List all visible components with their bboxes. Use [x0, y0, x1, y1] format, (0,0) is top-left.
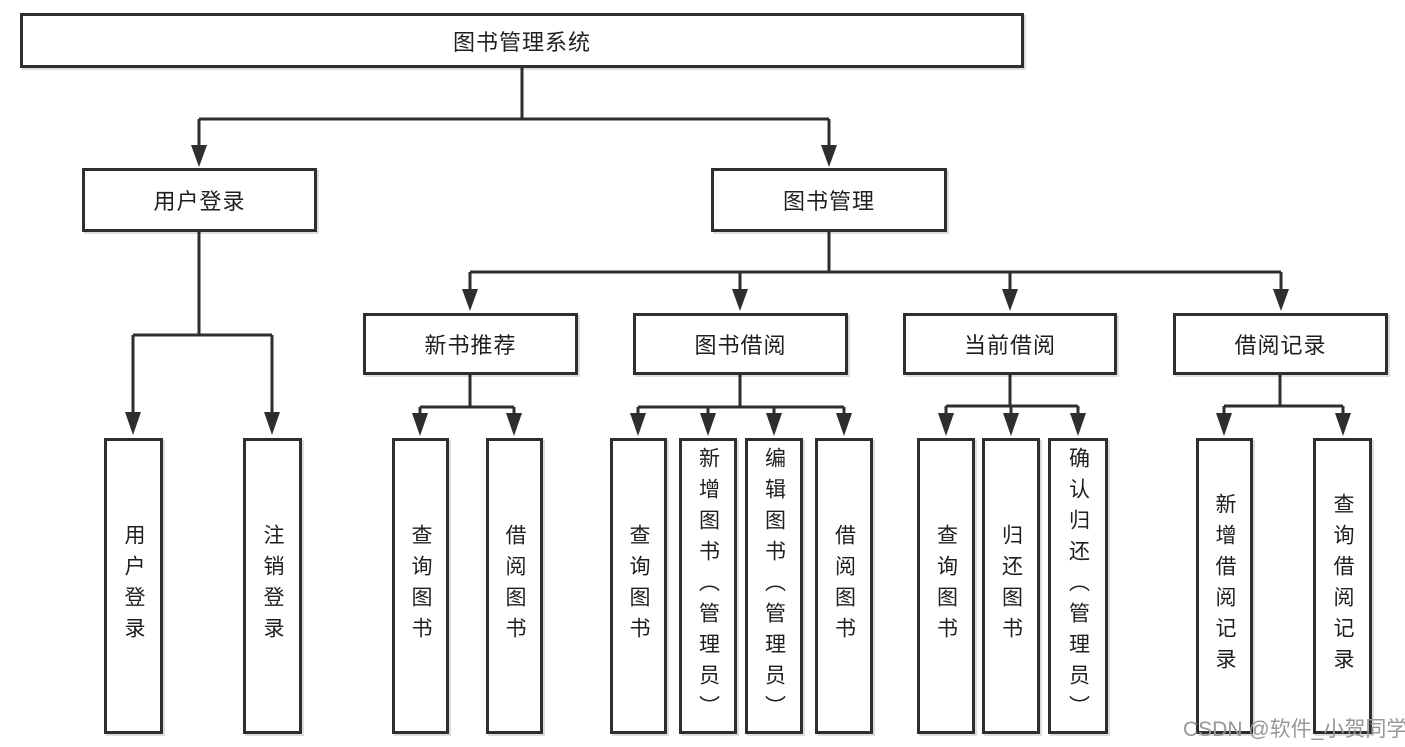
leaf-current-return-book: 归还图书	[982, 438, 1040, 734]
leaf-logout: 注销登录	[243, 438, 302, 734]
leaf-records-add-borrow-record: 新增借阅记录	[1196, 438, 1253, 734]
leaf-current-confirm-return-admin: 确认归还（管理员）	[1048, 438, 1108, 734]
leaf-user-login: 用户登录	[104, 438, 163, 734]
leaf-borrowing-borrow-book: 借阅图书	[815, 438, 873, 734]
node-user-login: 用户登录	[82, 168, 317, 232]
leaf-borrowing-query-book: 查询图书	[610, 438, 667, 734]
leaf-records-query-borrow-record: 查询借阅记录	[1313, 438, 1372, 734]
leaf-recommend-borrow-book: 借阅图书	[486, 438, 543, 734]
node-book-management: 图书管理	[711, 168, 947, 232]
csdn-watermark: CSDN @软件_小贺同学	[1183, 718, 1405, 741]
node-borrow-records: 借阅记录	[1173, 313, 1388, 375]
node-root-library-system: 图书管理系统	[20, 13, 1024, 68]
leaf-borrowing-add-book-admin: 新增图书（管理员）	[679, 438, 737, 734]
node-book-borrowing: 图书借阅	[633, 313, 848, 375]
leaf-current-query-book: 查询图书	[917, 438, 975, 734]
node-new-book-recommend: 新书推荐	[363, 313, 578, 375]
leaf-borrowing-edit-book-admin: 编辑图书（管理员）	[745, 438, 803, 734]
node-current-borrowing: 当前借阅	[903, 313, 1117, 375]
leaf-recommend-query-book: 查询图书	[392, 438, 449, 734]
